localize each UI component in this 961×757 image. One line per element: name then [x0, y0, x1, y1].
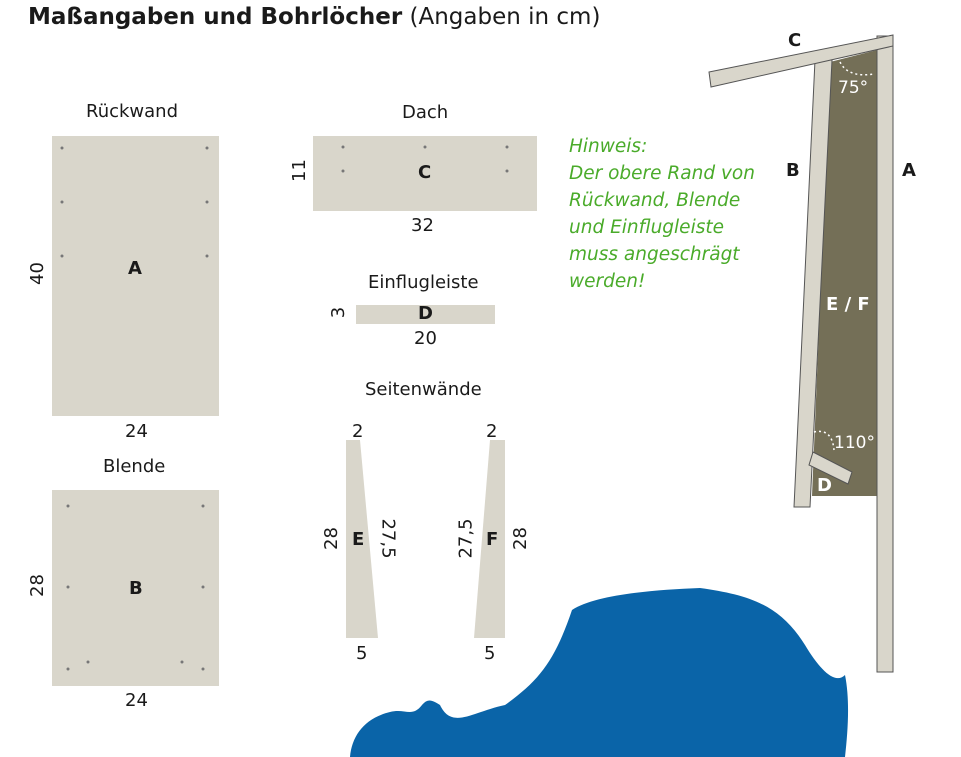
assembly-label-ef: E / F — [826, 294, 870, 315]
note-line: Der obere Rand von — [569, 163, 755, 184]
dim-e-bottom: 5 — [356, 643, 368, 664]
dim-e-right: 27,5 — [377, 518, 399, 559]
drill-holes-blende — [66, 504, 205, 671]
letter-f: F — [486, 529, 499, 550]
dim-f-left: 27,5 — [455, 518, 477, 559]
dim-f-top: 2 — [486, 421, 498, 442]
angle-arc-top — [839, 61, 875, 76]
assembly-label-d: D — [817, 475, 832, 496]
letter-e: E — [352, 529, 365, 550]
note-line: Rückwand, Blende — [569, 190, 741, 211]
assembly-label-c: C — [788, 30, 802, 51]
dim-dach-width: 32 — [411, 215, 434, 236]
panel-seitenwand-f — [474, 440, 505, 638]
panel-rueckwand — [52, 136, 219, 416]
dim-einflugleiste-height: 3 — [328, 306, 350, 319]
letter-b: B — [129, 578, 143, 599]
heading-dach: Dach — [402, 102, 449, 123]
dim-rueckwand-height: 40 — [26, 262, 48, 285]
note-line: werden! — [569, 271, 646, 292]
dim-e-top: 2 — [352, 421, 364, 442]
dim-f-right: 28 — [509, 527, 531, 550]
dim-blende-height: 28 — [26, 574, 48, 597]
note-hinweis: Hinweis: Der obere Rand von Rückwand, Bl… — [569, 133, 769, 295]
dim-einflugleiste-width: 20 — [414, 328, 437, 349]
title-subtitle: (Angaben in cm) — [409, 4, 601, 30]
assembly-perch — [808, 451, 853, 485]
panel-seitenwand-e — [346, 440, 378, 638]
heading-blende: Blende — [103, 456, 166, 477]
drill-holes-rueckwand — [60, 146, 209, 258]
page-title: Maßangaben und Bohrlöcher (Angaben in cm… — [28, 4, 600, 30]
angle-label-bottom: 110° — [834, 433, 875, 453]
letter-c: C — [418, 162, 432, 183]
note-line: Hinweis: — [569, 136, 648, 157]
dim-rueckwand-width: 24 — [125, 421, 148, 442]
note-line: muss angeschrägt — [569, 244, 740, 265]
assembly-drawing — [708, 34, 894, 673]
dim-f-bottom: 5 — [484, 643, 496, 664]
heading-seitenwaende: Seitenwände — [365, 379, 482, 400]
dim-blende-width: 24 — [125, 690, 148, 711]
title-bold: Maßangaben und Bohrlöcher — [28, 4, 403, 30]
letter-a: A — [128, 258, 142, 279]
assembly-label-a: A — [902, 160, 916, 181]
panel-blende — [52, 490, 219, 686]
blue-decorative-shape — [350, 588, 849, 757]
drill-holes-dach — [341, 145, 509, 173]
letter-d: D — [418, 303, 433, 324]
assembly-roof — [708, 34, 894, 88]
dim-dach-height: 11 — [288, 159, 310, 182]
assembly-side-wall — [812, 50, 877, 496]
dim-e-left: 28 — [320, 527, 342, 550]
assembly-label-b: B — [786, 160, 800, 181]
heading-einflugleiste: Einflugleiste — [368, 272, 479, 293]
note-line: und Einflugleiste — [569, 217, 724, 238]
heading-rueckwand: Rückwand — [86, 101, 179, 122]
assembly-back-wall — [876, 35, 894, 673]
angle-label-top: 75° — [838, 78, 869, 98]
panel-einflugleiste — [356, 305, 495, 324]
